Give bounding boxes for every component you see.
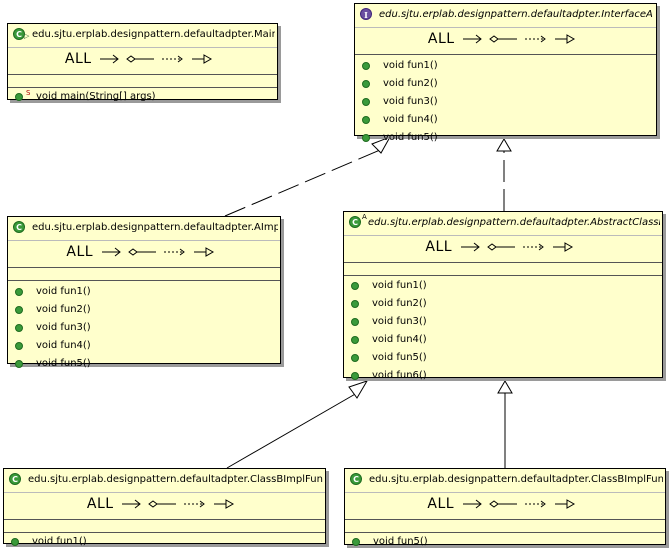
method-signature: void fun3() [383,96,438,107]
realization-aimpl-to-interfacea [224,149,381,217]
filter-all-label: ALL [66,244,94,260]
method-signature: void fun2() [383,78,438,89]
public-method-icon [362,62,370,70]
method-main[interactable]: S void main(String[] args) [8,88,277,106]
method-fun4[interactable]: void fun4() [8,337,280,355]
method-signature: void main(String[] args) [36,91,156,102]
public-method-icon [15,306,23,314]
generalization-fun1-to-abstractb [226,392,358,469]
filter-all-label: ALL [427,31,455,47]
class-name: edu.sjtu.erplab.designpattern.defaultadp… [369,474,663,485]
method-fun3[interactable]: void fun3() [344,313,662,331]
method-fun1[interactable]: void fun1() [4,533,325,551]
method-signature: void fun5() [383,132,438,143]
method-fun4[interactable]: void fun4() [355,111,656,129]
method-fun1[interactable]: void fun1() [344,277,662,295]
method-signature: void fun5() [372,352,427,363]
class-box-abstractclassb[interactable]: C A edu.sjtu.erplab.designpattern.defaul… [343,211,663,381]
class-icon: C [13,221,25,233]
visibility-filter[interactable]: ALL [345,495,665,513]
public-method-icon [351,300,359,308]
public-method-icon [362,116,370,124]
class-icon: C [13,28,25,40]
public-method-icon [362,134,370,142]
public-method-icon [362,80,370,88]
abstract-class-icon: C [349,216,361,228]
method-signature: void fun4() [36,340,91,351]
visibility-filter[interactable]: ALL [344,238,662,256]
method-fun2[interactable]: void fun2() [8,301,280,319]
visibility-filter[interactable]: ALL [8,243,280,261]
class-box-classbimplfun1[interactable]: C edu.sjtu.erplab.designpattern.defaulta… [3,468,326,547]
filter-all-label: ALL [427,496,455,512]
public-method-icon [351,336,359,344]
filter-arrows-icon [460,242,573,252]
method-fun5[interactable]: void fun5() [345,533,665,551]
public-method-icon [352,538,360,546]
filter-arrows-icon [101,247,214,257]
public-static-method-icon [15,93,23,101]
method-fun5[interactable]: void fun5() [8,355,280,373]
public-method-icon [362,98,370,106]
static-marker: S [26,89,31,97]
public-method-icon [15,360,23,368]
class-name: edu.sjtu.erplab.designpattern.defaultadp… [32,29,275,40]
filter-all-label: ALL [64,51,92,67]
class-box-aimpl[interactable]: C edu.sjtu.erplab.designpattern.defaulta… [7,216,281,369]
public-method-icon [351,282,359,290]
runnable-marker-icon: ▷ [24,32,30,40]
method-signature: void fun1() [383,60,438,71]
method-signature: void fun2() [372,298,427,309]
method-fun3[interactable]: void fun3() [355,93,656,111]
interface-name: edu.sjtu.erplab.designpattern.defaultadp… [379,9,653,20]
method-signature: void fun1() [372,280,427,291]
public-method-icon [351,318,359,326]
method-signature: void fun1() [36,286,91,297]
filter-all-label: ALL [425,239,453,255]
filter-all-label: ALL [86,496,114,512]
method-fun5[interactable]: void fun5() [344,349,662,367]
class-icon: C [350,473,362,485]
class-name: edu.sjtu.erplab.designpattern.defaultadp… [368,217,660,228]
class-box-classbimplfun5[interactable]: C edu.sjtu.erplab.designpattern.defaulta… [344,468,666,547]
public-method-icon [15,324,23,332]
method-fun2[interactable]: void fun2() [344,295,662,313]
filter-arrows-icon [463,34,576,44]
visibility-filter[interactable]: ALL [355,30,656,48]
method-fun6[interactable]: void fun6() [344,367,662,385]
method-signature: void fun4() [383,114,438,125]
method-fun5[interactable]: void fun5() [355,129,656,147]
visibility-filter[interactable]: ALL [4,495,325,513]
visibility-filter[interactable]: ALL [8,50,277,68]
public-method-icon [11,538,19,546]
class-name: edu.sjtu.erplab.designpattern.defaultadp… [32,222,278,233]
method-signature: void fun5() [373,536,428,547]
method-signature: void fun2() [36,304,91,315]
method-fun1[interactable]: void fun1() [355,57,656,75]
filter-arrows-icon [100,54,213,64]
method-fun2[interactable]: void fun2() [355,75,656,93]
method-signature: void fun5() [36,358,91,369]
class-box-main[interactable]: C ▷ edu.sjtu.erplab.designpattern.defaul… [7,23,278,102]
public-method-icon [15,342,23,350]
method-signature: void fun1() [32,536,87,547]
filter-arrows-icon [462,499,575,509]
method-signature: void fun6() [372,370,427,381]
interface-box-interfacea[interactable]: I edu.sjtu.erplab.designpattern.defaulta… [354,3,657,143]
method-signature: void fun3() [36,322,91,333]
abstract-modifier: A [362,213,367,221]
method-fun4[interactable]: void fun4() [344,331,662,349]
interface-icon: I [360,8,372,20]
class-name: edu.sjtu.erplab.designpattern.defaultadp… [28,474,323,485]
method-fun1[interactable]: void fun1() [8,283,280,301]
class-icon: C [9,473,21,485]
method-fun3[interactable]: void fun3() [8,319,280,337]
public-method-icon [15,288,23,296]
public-method-icon [351,354,359,362]
method-signature: void fun4() [372,334,427,345]
public-method-icon [351,372,359,380]
filter-arrows-icon [122,499,235,509]
method-signature: void fun3() [372,316,427,327]
